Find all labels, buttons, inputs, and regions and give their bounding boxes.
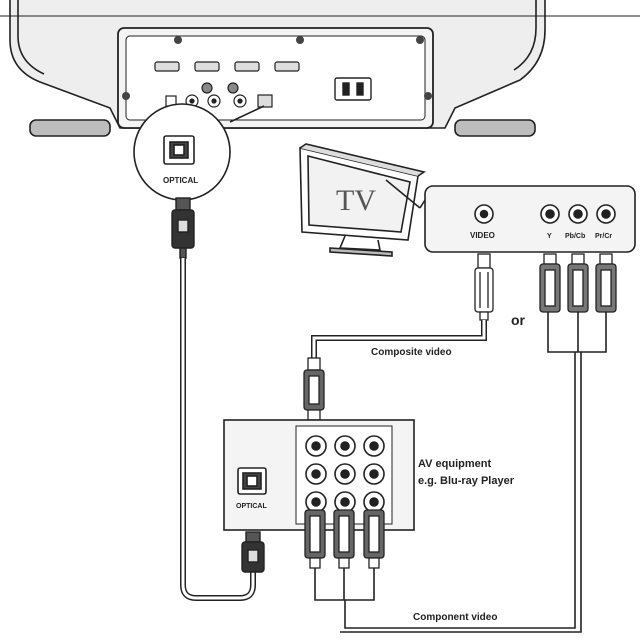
tv-composite-plug (474, 253, 494, 321)
soundbar-rear (0, 0, 640, 137)
tv-component-plugs (539, 253, 617, 313)
player-composite-plug (303, 357, 325, 421)
tv-screen-text: TV (336, 184, 376, 217)
power-socket (334, 77, 372, 101)
optical-plug-top (171, 197, 195, 259)
component-video-label: Component video (413, 612, 497, 623)
tv-video-label: VIDEO (470, 231, 495, 240)
tv-illustration (299, 143, 426, 257)
composite-video-label: Composite video (371, 347, 452, 358)
tv-y-label: Y (547, 233, 552, 240)
hdmi-ports (154, 61, 300, 72)
component-cables-tv (340, 312, 607, 633)
component-cables-player (314, 568, 375, 601)
or-label: or (511, 312, 526, 328)
av-equipment-label-line1: AV equipment (418, 458, 491, 470)
tv-input-panel (419, 185, 636, 253)
player-component-plugs (304, 509, 385, 569)
optical-label-player: OPTICAL (236, 503, 267, 510)
soundbar-screws (122, 36, 432, 100)
tv-pr-label: Pr/Cr (595, 233, 612, 240)
optical-plug-player (241, 531, 265, 573)
tv-pb-label: Pb/Cb (565, 233, 585, 240)
av-equipment-label-line2: e.g. Blu-ray Player (418, 475, 515, 487)
optical-label-top: OPTICAL (163, 176, 198, 185)
